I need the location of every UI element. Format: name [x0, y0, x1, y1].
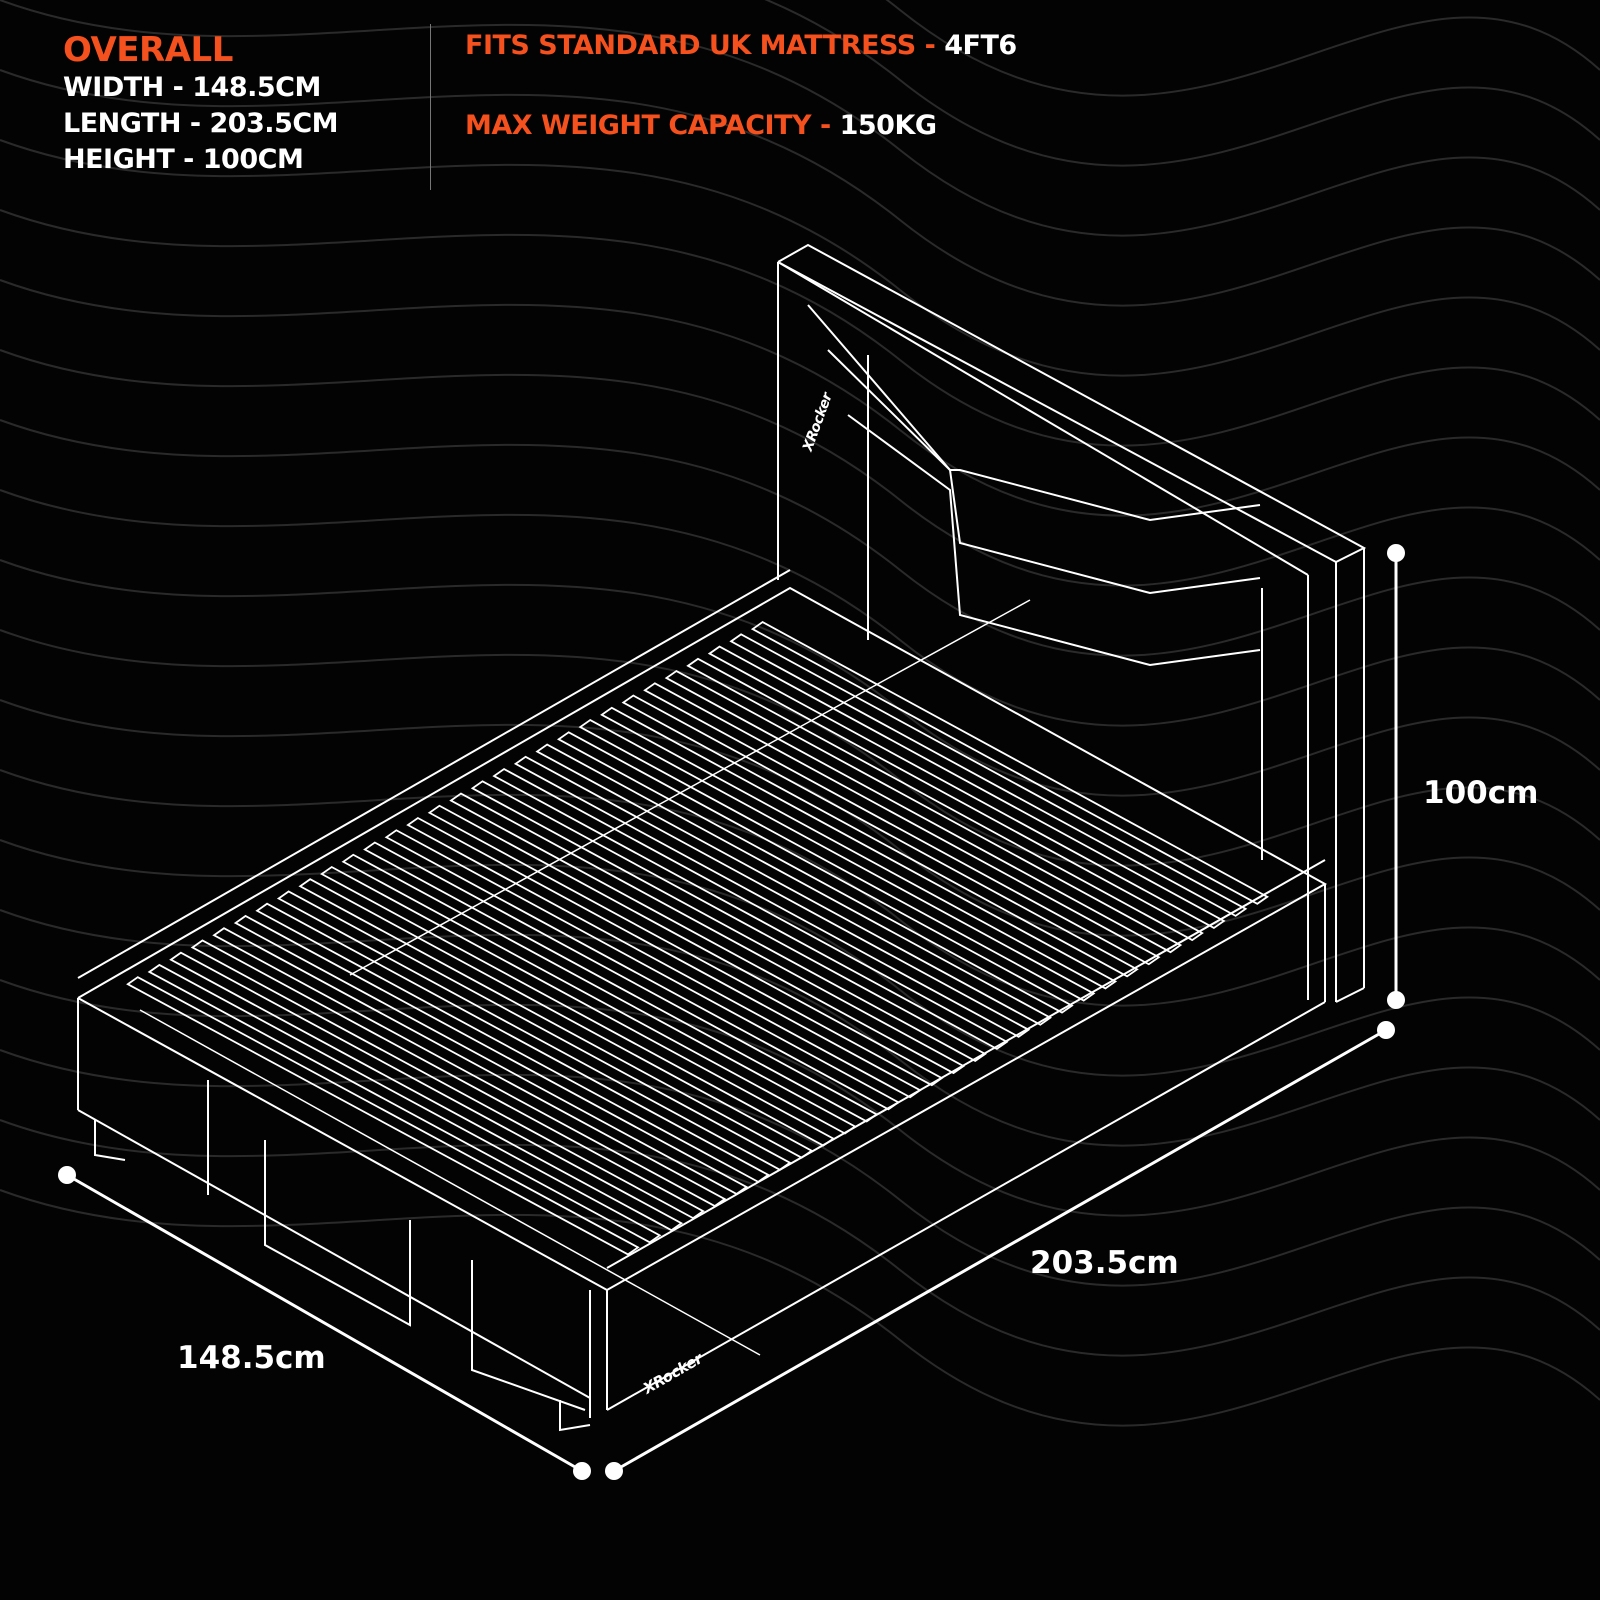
- slat: [600, 706, 1118, 990]
- mattress-label: FITS STANDARD UK MATTRESS -: [465, 30, 945, 61]
- headboard-face-top: [777, 261, 1309, 576]
- slat: [470, 780, 987, 1063]
- overall-title: OVERALL: [63, 30, 233, 70]
- overall-height: HEIGHT - 100CM: [63, 144, 304, 175]
- base-rail-left: [77, 569, 791, 979]
- headboard-stitch-line: [827, 349, 1261, 595]
- slat: [319, 865, 836, 1147]
- mattress-spec: FITS STANDARD UK MATTRESS - 4FT6: [465, 30, 1017, 61]
- divider: [430, 24, 431, 190]
- foot: [94, 1120, 126, 1161]
- slat: [513, 755, 1031, 1038]
- weight-label: MAX WEIGHT CAPACITY -: [465, 110, 840, 141]
- contour-line: [0, 0, 1600, 237]
- slat: [556, 731, 1074, 1014]
- slat: [686, 657, 1204, 942]
- contour-line: [764, 0, 1600, 167]
- contour-line: [0, 1049, 1600, 1287]
- headboard-bottom: [1335, 987, 1365, 1003]
- slat: [492, 767, 1009, 1050]
- contour-line: [0, 1119, 1600, 1357]
- base-front-bottom: [77, 1109, 591, 1399]
- contour-line: [0, 699, 1600, 937]
- slat: [664, 670, 1183, 954]
- base-side-bottom: [606, 1001, 1326, 1411]
- slat: [233, 914, 749, 1196]
- slat: [126, 976, 640, 1256]
- foot: [559, 1400, 591, 1432]
- slat: [643, 682, 1161, 966]
- height-dimension-label: 100cm: [1423, 775, 1539, 811]
- contour-line: [0, 419, 1600, 657]
- contour-line: [0, 209, 1600, 447]
- slat: [169, 951, 684, 1232]
- length-dimension-endpoint: [1377, 1021, 1395, 1039]
- contour-line: [0, 909, 1600, 1147]
- contour-line: [0, 979, 1600, 1217]
- slat: [147, 963, 662, 1244]
- length-dimension-endpoint: [605, 1462, 623, 1480]
- slat: [449, 792, 966, 1075]
- drawer: [471, 1260, 586, 1411]
- slat: [363, 841, 879, 1123]
- width-dimension-label: 148.5cm: [177, 1340, 326, 1376]
- headboard-stitch-line: [807, 304, 1261, 522]
- slat: [212, 927, 727, 1208]
- slat: [406, 816, 922, 1099]
- slat: [255, 902, 770, 1183]
- width-dimension-endpoint: [573, 1462, 591, 1480]
- slat: [341, 853, 857, 1135]
- width-dimension-endpoint: [58, 1166, 76, 1184]
- slat: [729, 633, 1248, 917]
- center-rail: [139, 1009, 761, 1356]
- slat: [190, 939, 705, 1220]
- contour-line: [0, 769, 1600, 1007]
- contour-line: [885, 0, 1600, 97]
- weight-spec: MAX WEIGHT CAPACITY - 150KG: [465, 110, 937, 141]
- slat: [750, 621, 1270, 905]
- slat: [535, 743, 1053, 1026]
- headboard-stitch-line: [847, 414, 1261, 667]
- contour-line: [0, 279, 1600, 517]
- slat: [298, 878, 814, 1159]
- height-dimension-endpoint: [1387, 544, 1405, 562]
- mattress-value: 4FT6: [944, 30, 1017, 61]
- slat: [578, 718, 1096, 1002]
- contour-line: [0, 69, 1600, 307]
- slat: [707, 645, 1226, 930]
- contour-line: [0, 349, 1600, 587]
- slat: [427, 804, 944, 1087]
- center-support: [349, 599, 1031, 976]
- overall-width: WIDTH - 148.5CM: [63, 72, 321, 103]
- height-dimension-endpoint: [1387, 991, 1405, 1009]
- slat: [276, 890, 792, 1171]
- contour-line: [0, 1189, 1600, 1427]
- length-dimension-label: 203.5cm: [1030, 1245, 1179, 1281]
- contour-line: [0, 629, 1600, 867]
- slat: [384, 829, 901, 1111]
- width-dimension-line: [66, 1173, 583, 1473]
- weight-value: 150KG: [839, 110, 937, 141]
- headboard-top: [777, 243, 1367, 564]
- drawer: [264, 1140, 411, 1327]
- contour-line: [0, 139, 1600, 377]
- slat: [621, 694, 1139, 978]
- length-dimension-line: [613, 1028, 1387, 1473]
- overall-length: LENGTH - 203.5CM: [63, 108, 339, 139]
- base-rail-right: [606, 859, 1326, 1269]
- contour-line: [0, 489, 1600, 727]
